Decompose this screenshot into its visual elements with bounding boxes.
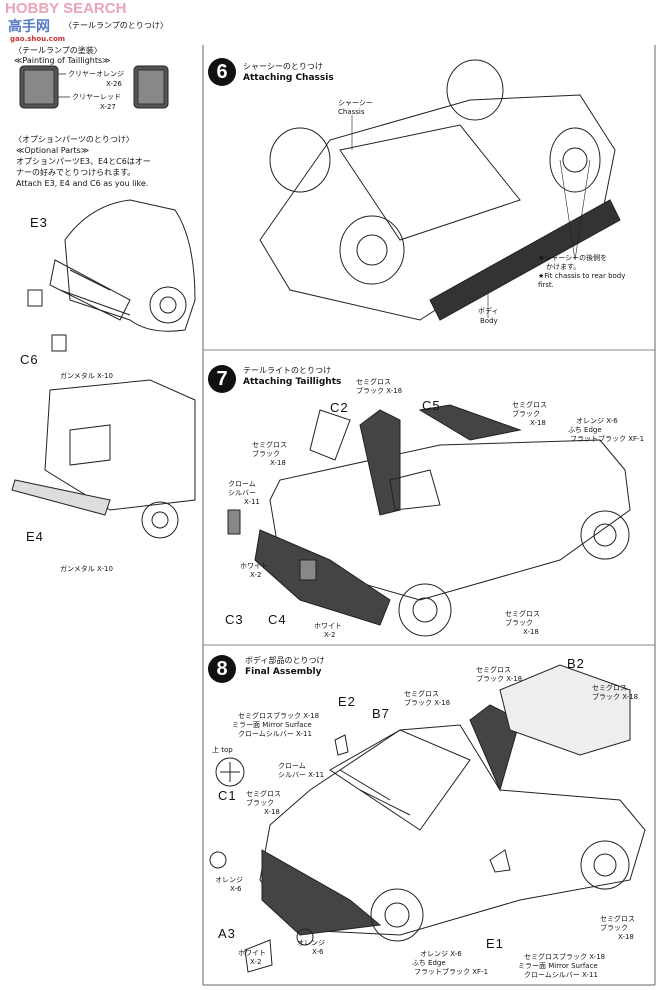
step-number: 8 — [208, 655, 236, 683]
paint-label: ガンメタル X-10 — [60, 372, 113, 380]
part-e4: E4 — [26, 529, 44, 544]
step-title-en: Attaching Chassis — [243, 73, 334, 83]
paint-label: セミグロスブラック X-18 — [476, 666, 523, 683]
part-c6: C6 — [20, 352, 39, 367]
top-label: 上 top — [212, 746, 233, 754]
step-number: 6 — [208, 58, 236, 86]
step-number: 7 — [208, 365, 236, 393]
paint-clear-orange: クリヤーオレンジ — [68, 70, 124, 78]
paint-label: クロームシルバー X-11 — [278, 762, 325, 779]
optional-heading-jp: 〈オプションパーツのとりつけ〉 — [14, 135, 134, 144]
part-c3: C3 — [225, 612, 244, 627]
taillight-left-drawing — [19, 65, 59, 109]
step-title-en: Attaching Taillights — [243, 377, 342, 387]
part-c5: C5 — [422, 398, 441, 413]
gaoshou-watermark: 高手网 — [8, 18, 50, 34]
part-e1: E1 — [486, 936, 504, 951]
chassis-drawing — [259, 59, 621, 321]
part-a3: A3 — [218, 926, 236, 941]
paint-code: X-26 — [106, 80, 122, 88]
paint-label: セミグロスブラック X-18 — [356, 378, 403, 395]
paint-clear-red: クリヤーレッド — [72, 93, 121, 101]
part-b2: B2 — [567, 656, 585, 671]
part-e3: E3 — [30, 215, 48, 230]
optional-desc-en: Attach E3, E4 and C6 as you like. — [16, 179, 149, 188]
taillight-heading: 〈テールランプのとりつけ〉 — [64, 21, 168, 30]
paint-label: セミグロスブラック X-18 — [404, 690, 451, 707]
note: ★シャーシーの後側を — [538, 254, 608, 262]
watermark-url: gao.shou.com — [10, 35, 66, 43]
body-label-en: Body — [480, 317, 498, 325]
chassis-label-en: Chassis — [338, 108, 365, 116]
paint-label: ガンメタル X-10 — [60, 565, 113, 573]
rear-bumper-drawing — [11, 379, 196, 539]
chassis-label-jp: シャーシー — [338, 99, 373, 107]
step-title-en: Final Assembly — [245, 667, 322, 677]
part-e2: E2 — [338, 694, 356, 709]
optional-heading-en: ≪Optional Parts≫ — [16, 146, 90, 155]
optional-desc: オプションパーツE3、E4とC6はオー — [16, 157, 151, 166]
part-c1: C1 — [218, 788, 237, 803]
part-c4: C4 — [268, 612, 287, 627]
body-label-jp: ボディ — [478, 307, 499, 315]
note: かけます。 — [546, 263, 581, 271]
hobby-search-watermark: HOBBY SEARCH — [5, 0, 127, 17]
part-c2: C2 — [330, 400, 349, 415]
front-bumper-drawing — [27, 199, 196, 352]
note-en: first. — [538, 281, 554, 289]
step-title-jp: テールライトのとりつけ — [243, 366, 332, 375]
taillight-car-drawing — [227, 404, 631, 637]
taillight-right-drawing — [133, 65, 169, 109]
step-title-jp: ボディ部品のとりつけ — [245, 656, 325, 665]
paint-code: X-27 — [100, 103, 116, 111]
part-b7: B7 — [372, 706, 390, 721]
note-en: ★Fit chassis to rear body — [538, 272, 626, 280]
painting-heading-en: ≪Painting of Taillights≫ — [14, 56, 111, 65]
optional-desc: ナーの好みでとりつけられます。 — [16, 168, 136, 177]
painting-heading-jp: 〈テールランプの塗装〉 — [14, 46, 102, 55]
step-title-jp: シャーシーのとりつけ — [243, 62, 323, 71]
paint-label: セミグロスブラック X-18 — [592, 684, 639, 701]
final-assembly-car-drawing — [209, 664, 646, 973]
